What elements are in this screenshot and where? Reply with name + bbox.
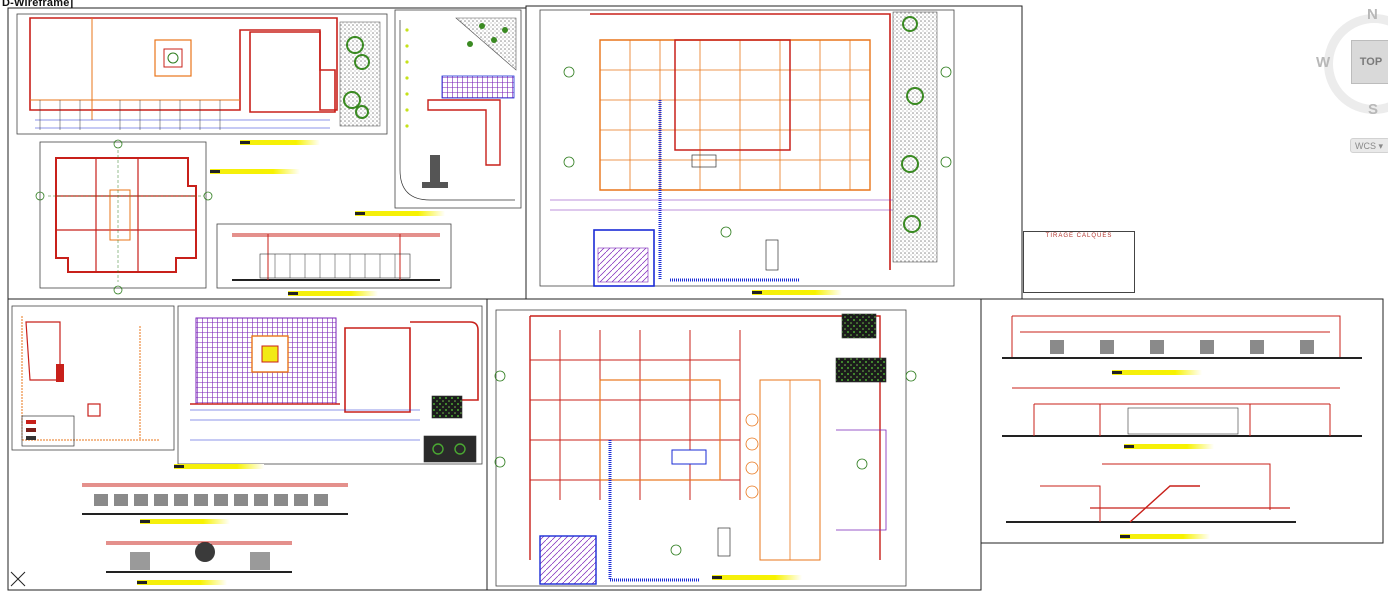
viewcube-compass-ring[interactable] xyxy=(1324,14,1388,114)
sheet-1-elevation xyxy=(216,223,452,296)
title-block: TIRAGE CALQUES xyxy=(1023,231,1135,293)
compass-north[interactable]: N xyxy=(1367,6,1378,23)
sheet-frames xyxy=(7,5,1384,591)
sheet-1-floor-plan xyxy=(35,139,300,295)
sheet-3-plans xyxy=(11,305,483,585)
sheet-1-location-plan xyxy=(355,9,522,216)
sheet-1-site-plan xyxy=(16,13,388,145)
sheet-2-ground-floor-plan xyxy=(539,9,955,295)
viewcube-top-face[interactable]: TOP xyxy=(1351,40,1388,84)
sheet-5-elevations xyxy=(1002,315,1362,539)
wcs-menu[interactable]: WCS ▾ xyxy=(1350,138,1388,153)
sheet-4-first-floor-plan xyxy=(494,309,917,587)
viewport-label[interactable]: D-Wireframe] xyxy=(2,0,74,9)
ucs-icon xyxy=(10,571,26,587)
title-block-title: TIRAGE CALQUES xyxy=(1045,233,1113,239)
viewcube-icon[interactable]: N W S TOP WCS ▾ xyxy=(1310,0,1388,170)
compass-south[interactable]: S xyxy=(1368,101,1379,118)
compass-west[interactable]: W xyxy=(1316,54,1331,71)
